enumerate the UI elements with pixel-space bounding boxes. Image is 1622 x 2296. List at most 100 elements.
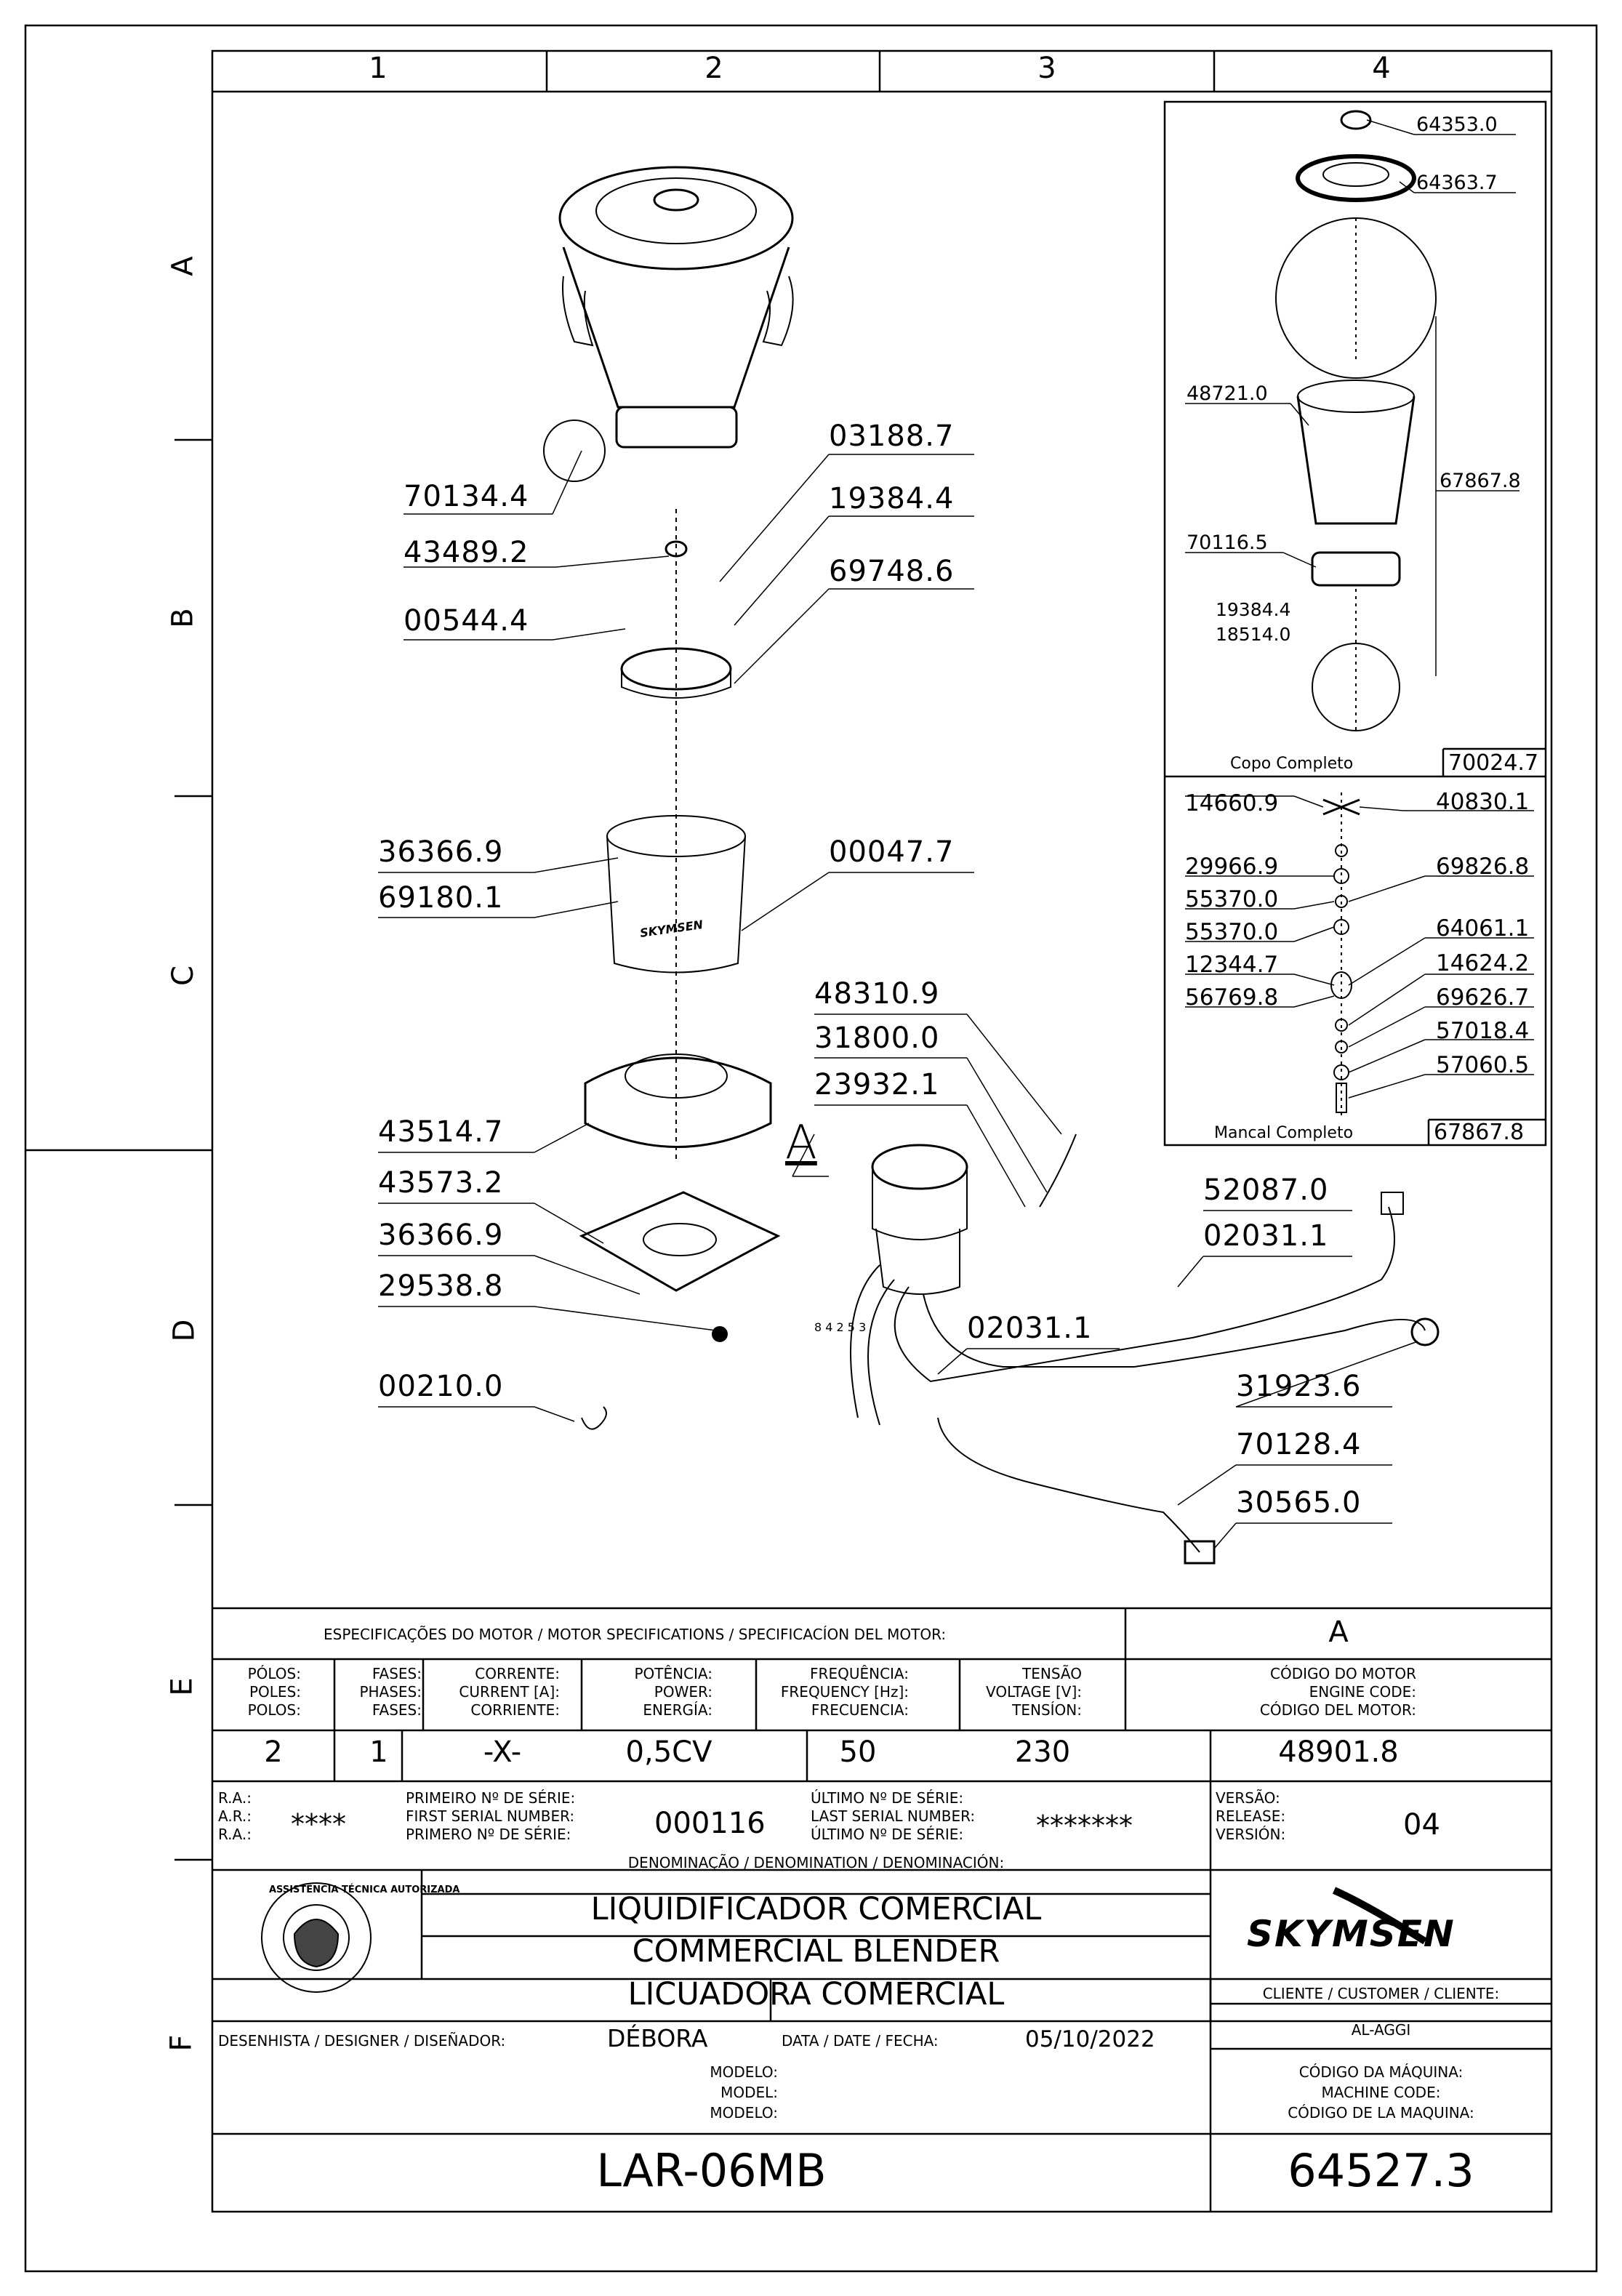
- leader-lines: [378, 119, 1534, 1549]
- part-number: 23932.1: [814, 1068, 940, 1101]
- poles-label: POLES:: [249, 1683, 301, 1701]
- part-number: 29966.9: [1185, 854, 1279, 880]
- frequency-label: FREQUENCY [Hz]:: [780, 1683, 909, 1701]
- version-label: VERSÃO:: [1216, 1789, 1280, 1807]
- denomination-es: LICUADORA COMERCIAL: [627, 1976, 1005, 2012]
- detail-callout-label: A: [785, 1116, 817, 1170]
- part-number: 14624.2: [1436, 950, 1530, 976]
- poles-label: POLOS:: [247, 1701, 301, 1719]
- grid-col-1: 1: [369, 52, 388, 85]
- current-label: CORRENTE:: [475, 1665, 560, 1682]
- part-number: 55370.0: [1185, 919, 1279, 945]
- wire-numbers: 8 4 2 5 3: [814, 1320, 867, 1334]
- copo-detail-drawing: [1275, 110, 1437, 734]
- exploded-view: [543, 166, 1440, 1565]
- part-number: 70134.4: [404, 480, 529, 513]
- part-number: 69826.8: [1436, 854, 1530, 880]
- part-number: 64061.1: [1436, 915, 1530, 942]
- grid-row-c: C: [166, 966, 200, 986]
- phases-label: FASES:: [372, 1665, 422, 1682]
- part-number: 30565.0: [1236, 1486, 1362, 1520]
- part-number: 43489.2: [404, 536, 529, 569]
- machine-code-value: 64527.3: [1288, 2144, 1474, 2197]
- brand-name: SKYMSEN: [1247, 1913, 1456, 1955]
- part-number: 02031.1: [967, 1312, 1093, 1345]
- grid-row-a: A: [166, 256, 200, 276]
- phases-label: PHASES:: [359, 1683, 422, 1701]
- part-number: 19384.4: [1216, 599, 1291, 620]
- part-number: 40830.1: [1436, 789, 1530, 815]
- seal-text: ASSISTÊNCIA TÉCNICA AUTORIZADA: [269, 1884, 460, 1895]
- first-serial-label: PRIMEIRO Nº DE SÉRIE:: [406, 1789, 576, 1807]
- ra-label: R.A.:: [218, 1826, 252, 1843]
- version-value: 04: [1403, 1808, 1440, 1842]
- part-number: 70128.4: [1236, 1428, 1362, 1461]
- part-number: 70116.5: [1187, 531, 1268, 554]
- voltage-label: VOLTAGE [V]:: [986, 1683, 1082, 1701]
- motor-variant: A: [1328, 1615, 1349, 1649]
- drawing-frame: [211, 49, 1553, 2213]
- last-serial-value: *******: [1036, 1810, 1133, 1842]
- designer-value: DÉBORA: [607, 2024, 708, 2052]
- grid-row-d: D: [167, 1319, 201, 1342]
- grid-row-f: F: [164, 2034, 198, 2052]
- voltage-label: TENSÍON:: [1012, 1701, 1082, 1719]
- voltage-value: 230: [1014, 1735, 1071, 1769]
- phases-label: FASES:: [372, 1701, 422, 1719]
- grid-col-2: 2: [704, 52, 723, 85]
- model-label: MODELO:: [710, 2104, 778, 2122]
- frequency-value: 50: [839, 1735, 877, 1769]
- sheet-border: [24, 24, 1598, 2273]
- version-label: RELEASE:: [1216, 1807, 1286, 1825]
- mancal-completo-code: 67867.8: [1434, 1120, 1525, 1145]
- part-number: 00210.0: [378, 1370, 504, 1403]
- model-label: MODELO:: [710, 2063, 778, 2081]
- current-value: -X-: [483, 1735, 522, 1769]
- part-number: 00544.4: [404, 604, 529, 638]
- mancal-detail-drawing: [1322, 792, 1360, 1116]
- part-number: 12344.7: [1185, 952, 1279, 978]
- ra-label: A.R.:: [218, 1807, 252, 1825]
- model-label: MODEL:: [720, 2084, 778, 2101]
- date-label: DATA / DATE / FECHA:: [782, 2032, 939, 2050]
- engine-code-label: ENGINE CODE:: [1309, 1683, 1416, 1701]
- part-number: 64363.7: [1416, 172, 1498, 194]
- poles-label: PÓLOS:: [247, 1665, 301, 1682]
- designer-label: DESENHISTA / DESIGNER / DISEÑADOR:: [218, 2032, 506, 2050]
- first-serial-value: 000116: [654, 1807, 766, 1840]
- last-serial-label: LAST SERIAL NUMBER:: [811, 1807, 976, 1825]
- frequency-label: FRECUENCIA:: [811, 1701, 909, 1719]
- part-number: 36366.9: [378, 835, 504, 869]
- current-label: CURRENT [A]:: [459, 1683, 560, 1701]
- power-label: ENERGÍA:: [643, 1701, 712, 1719]
- part-number: 43514.7: [378, 1115, 504, 1149]
- part-number: 55370.0: [1185, 886, 1279, 912]
- part-number: 48310.9: [814, 977, 940, 1011]
- model-value: LAR-06MB: [596, 2144, 827, 2197]
- part-number: 19384.4: [829, 482, 955, 515]
- part-number: 00047.7: [829, 835, 955, 869]
- part-number: 02031.1: [1203, 1219, 1329, 1253]
- part-number: 48721.0: [1187, 382, 1268, 405]
- frequency-label: FREQUÊNCIA:: [810, 1665, 909, 1682]
- part-number: 03188.7: [829, 420, 955, 453]
- ra-label: R.A.:: [218, 1789, 252, 1807]
- grid-col-4: 4: [1372, 52, 1391, 85]
- grid-row-e: E: [165, 1677, 199, 1696]
- power-label: POWER:: [654, 1683, 712, 1701]
- machine-code-label: MACHINE CODE:: [1321, 2084, 1441, 2101]
- part-number: 56769.8: [1185, 984, 1279, 1011]
- part-number: 69180.1: [378, 881, 504, 915]
- date-value: 05/10/2022: [1025, 2026, 1155, 2052]
- denomination-pt: LIQUIDIFICADOR COMERCIAL: [590, 1891, 1042, 1927]
- grid-row-b: B: [166, 608, 200, 628]
- motor-spec-title: ESPECIFICAÇÕES DO MOTOR / MOTOR SPECIFIC…: [324, 1626, 947, 1643]
- phases-value: 1: [369, 1735, 388, 1769]
- client-label: CLIENTE / CUSTOMER / CLIENTE:: [1262, 1985, 1500, 2002]
- part-number: 36366.9: [378, 1219, 504, 1252]
- part-number: 43573.2: [378, 1166, 504, 1200]
- client-value: AL-AGGI: [1351, 2021, 1411, 2039]
- part-number: 69748.6: [829, 555, 955, 588]
- denomination-label: DENOMINAÇÃO / DENOMINATION / DENOMINACIÓ…: [627, 1854, 1005, 1871]
